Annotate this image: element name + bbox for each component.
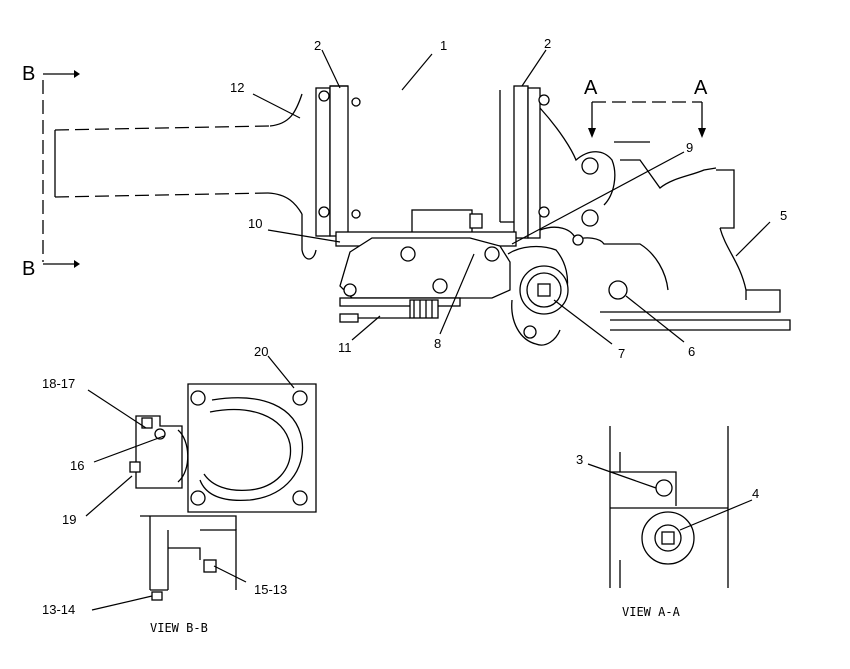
lever-bracket <box>335 209 517 323</box>
callout-2-left: 2 <box>314 38 321 53</box>
section-a-cut-line <box>588 101 706 138</box>
main-leaders <box>252 49 771 345</box>
callout-11: 11 <box>338 340 352 355</box>
caption-view-a-a: VIEW A-A <box>622 605 681 619</box>
section-b-cut-line <box>42 70 80 268</box>
callout-15-13: 15-13 <box>254 582 287 597</box>
callout-5: 5 <box>780 208 787 223</box>
callout-10: 10 <box>248 216 262 231</box>
section-mark-a-right: A <box>694 77 708 99</box>
left-flange <box>301 85 361 260</box>
callout-19: 19 <box>62 512 76 527</box>
callout-12: 12 <box>230 80 244 95</box>
section-mark-b-top: B <box>22 63 35 85</box>
main-view <box>42 49 791 346</box>
callout-3: 3 <box>576 452 583 467</box>
view-a-a <box>587 426 753 588</box>
callout-9: 9 <box>686 140 693 155</box>
caption-view-b-b: VIEW B-B <box>150 621 208 635</box>
callout-16: 16 <box>70 458 84 473</box>
section-mark-b-bottom: B <box>22 258 35 280</box>
section-mark-a-left: A <box>584 77 598 99</box>
right-flange <box>499 85 550 239</box>
callout-20: 20 <box>254 344 268 359</box>
housing-part-5 <box>507 107 791 346</box>
callout-6: 6 <box>688 344 695 359</box>
callout-4: 4 <box>752 486 759 501</box>
view-b-b <box>85 355 317 611</box>
callout-7: 7 <box>618 346 625 361</box>
callout-2-right: 2 <box>544 36 551 51</box>
callout-13-14: 13-14 <box>42 602 75 617</box>
callout-8: 8 <box>434 336 441 351</box>
callout-1: 1 <box>440 38 447 53</box>
callout-18-17: 18-17 <box>42 376 75 391</box>
tube-part-12 <box>54 93 303 215</box>
